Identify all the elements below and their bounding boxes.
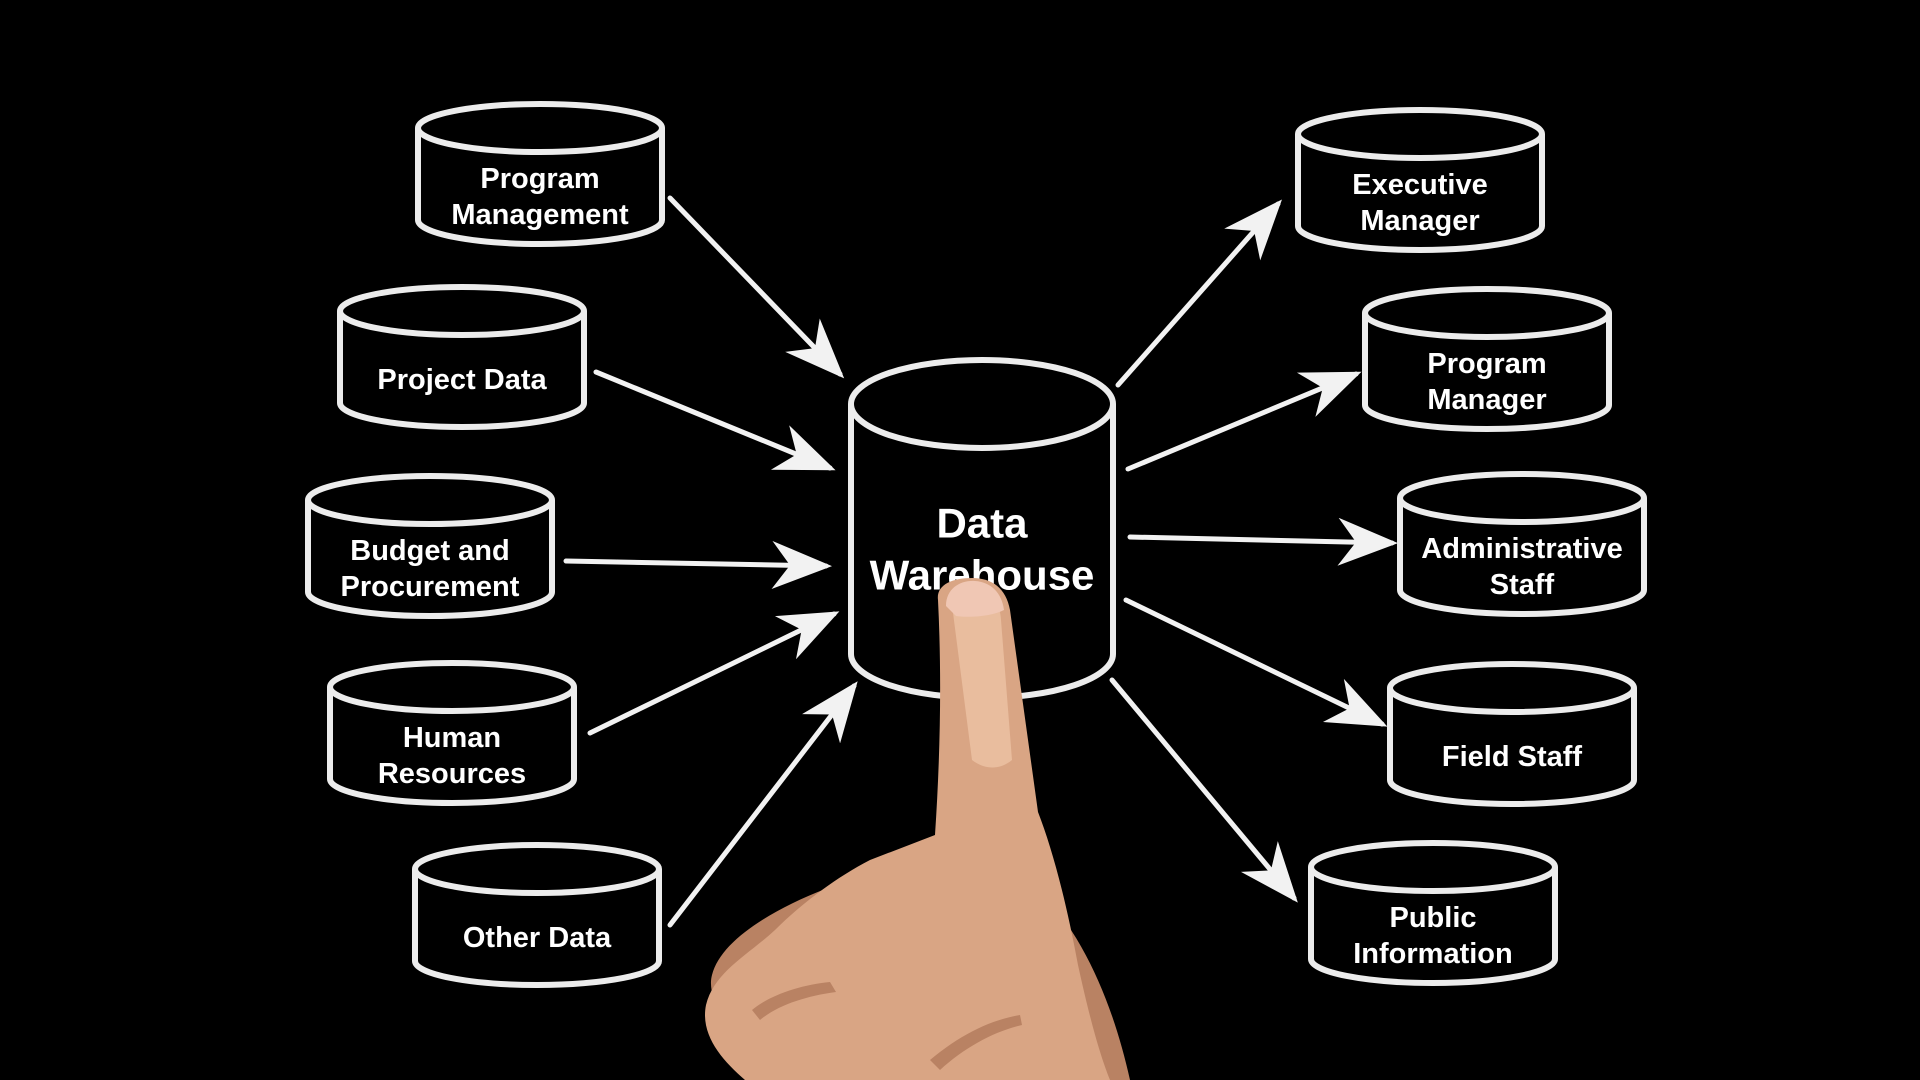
administrative-staff-label-line-2: Staff [1490,569,1555,601]
program-manager-label-line-1: Program [1427,348,1546,380]
budget-and-procurement-cylinder-top [305,473,555,527]
program-manager-cylinder-top [1362,286,1612,340]
data-warehouse-cylinder-top [848,357,1116,451]
human-resources-label-line-1: Human [403,722,501,754]
executive-manager-label-line-1: Executive [1352,169,1487,201]
administrative-staff-label-line-1: Administrative [1421,533,1622,565]
public-information-label-line-2: Information [1353,938,1513,970]
program-manager-arrow [1125,371,1362,472]
human-resources-label-line-2: Resources [378,758,526,790]
budget-and-procurement-arrow [563,540,832,589]
executive-manager-label-line-2: Manager [1360,205,1479,237]
data-warehouse-label-line-1: Data [936,500,1028,547]
executive-manager-arrow [1115,199,1282,388]
budget-and-procurement-label-line-2: Procurement [341,571,520,603]
administrative-staff-cylinder-body [1397,498,1647,617]
budget-and-procurement-cylinder-body [305,500,555,619]
public-information-arrow [1109,677,1298,903]
other-data-arrow [667,681,858,928]
field-staff-node: Field Staff [1387,661,1637,807]
other-data-label-line-1: Other Data [463,922,612,954]
other-data-cylinder-top [412,842,662,896]
public-information-cylinder-top [1308,840,1558,894]
program-management-label-line-1: Program [480,163,599,195]
administrative-staff-arrow [1127,517,1398,566]
project-data-node: Project Data [337,284,587,430]
project-data-cylinder-top [337,284,587,338]
public-information-label-line-1: Public [1389,902,1476,934]
program-management-cylinder-top [415,101,665,155]
human-resources-cylinder-body [327,687,577,806]
other-data-cylinder-body [412,869,662,988]
public-information-cylinder-body [1308,867,1558,986]
executive-manager-cylinder-body [1295,134,1545,253]
project-data-arrow [593,369,836,471]
project-data-label-line-1: Project Data [377,364,547,396]
pointing-finger-icon [704,578,1130,1080]
program-management-arrow [667,195,845,379]
human-resources-arrow [587,611,840,736]
field-staff-cylinder-body [1387,688,1637,807]
field-staff-arrow [1123,597,1388,727]
field-staff-cylinder-top [1387,661,1637,715]
arrows-layer [563,195,1398,928]
project-data-cylinder-body [337,311,587,430]
other-data-node: Other Data [412,842,662,988]
field-staff-label-line-1: Field Staff [1442,741,1583,773]
program-manager-cylinder-body [1362,313,1612,432]
program-management-label-line-2: Management [451,199,629,231]
human-resources-cylinder-top [327,660,577,714]
program-manager-label-line-2: Manager [1427,384,1546,416]
administrative-staff-cylinder-top [1397,471,1647,525]
budget-and-procurement-label-line-1: Budget and [350,535,510,567]
program-management-cylinder-body [415,128,665,247]
executive-manager-cylinder-top [1295,107,1545,161]
